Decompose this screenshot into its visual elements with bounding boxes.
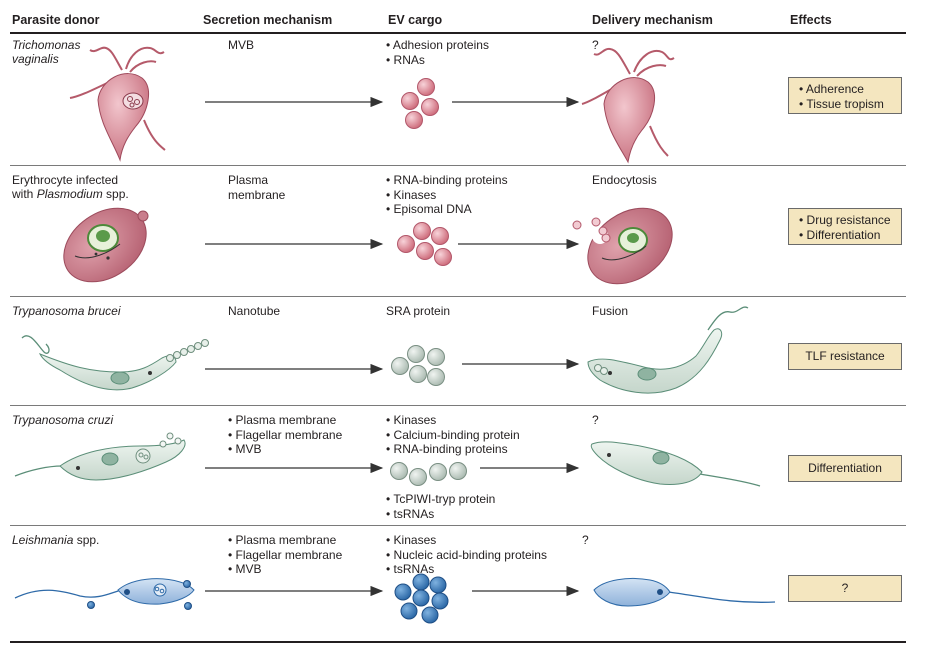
row-divider <box>10 405 906 406</box>
row2-secretion: Plasma membrane <box>228 173 286 202</box>
row5-delivery: ? <box>582 533 589 547</box>
row1-cargo-list: Adhesion proteins RNAs <box>386 38 489 67</box>
header-rule <box>10 32 906 34</box>
leishmania-icon <box>14 578 195 610</box>
infected-erythrocyte-icon <box>63 207 149 283</box>
trypanosoma-cruzi-icon <box>14 432 186 481</box>
row4-cargo-list-bottom: TcPIWI-tryp protein tsRNAs <box>386 492 495 521</box>
ev-cluster-row1 <box>401 78 439 129</box>
header-ev-cargo: EV cargo <box>388 13 443 27</box>
trypanosoma-brucei-icon <box>21 335 209 391</box>
cargo-item: RNAs <box>386 53 489 68</box>
cargo-item: tsRNAs <box>386 507 495 522</box>
cargo-item: Episomal DNA <box>386 202 508 217</box>
row3-effects-box: TLF resistance <box>788 343 902 370</box>
row4-effects-box: Differentiation <box>788 455 902 482</box>
row4-donor: Trypanosoma cruzi <box>12 413 114 427</box>
secretion-item: MVB <box>228 562 342 577</box>
effect-item: Drug resistance <box>799 213 901 228</box>
row4-cargo-list-top: Kinases Calcium-binding protein RNA-bind… <box>386 413 520 457</box>
header-effects: Effects <box>790 13 832 27</box>
row1-donor: Trichomonas vaginalis <box>12 38 81 66</box>
cargo-item: Kinases <box>386 533 547 548</box>
secretion-item: Flagellar membrane <box>228 548 343 563</box>
secretion-item: Plasma membrane <box>228 533 342 548</box>
ev-cluster-row5 <box>394 573 449 624</box>
row-divider <box>10 525 906 526</box>
row1-delivery: ? <box>592 38 599 52</box>
cargo-item: Kinases <box>386 188 508 203</box>
cargo-item: Calcium-binding protein <box>386 428 520 443</box>
infected-erythrocyte-icon <box>572 207 673 285</box>
ev-cluster-row3 <box>391 345 445 386</box>
row5-cargo-list: Kinases Nucleic acid-binding proteins ts… <box>386 533 547 577</box>
row3-cargo: SRA protein <box>386 304 451 318</box>
ev-cluster-row2 <box>397 222 452 266</box>
row5-effects-box: ? <box>788 575 902 602</box>
row-divider <box>10 296 906 297</box>
cargo-item: Nucleic acid-binding proteins <box>386 548 547 563</box>
cargo-item: RNA-binding proteins <box>386 442 520 457</box>
row3-secretion: Nanotube <box>228 304 281 318</box>
row2-delivery: Endocytosis <box>592 173 657 187</box>
row1-effects-box: Adherence Tissue tropism <box>788 77 902 114</box>
footer-rule <box>10 641 906 643</box>
secretion-item: Plasma membrane <box>228 413 342 428</box>
row5-donor: Leishmania spp. <box>12 533 100 547</box>
row2-donor: Erythrocyte infected with Plasmodium spp… <box>12 173 129 201</box>
header-delivery-mechanism: Delivery mechanism <box>592 13 713 27</box>
arrows <box>205 96 580 597</box>
header-parasite-donor: Parasite donor <box>12 13 100 27</box>
row-divider <box>10 165 906 166</box>
trichomonas-parasite-icon <box>581 47 675 164</box>
row5-secretion-list: Plasma membrane Flagellar membrane MVB <box>228 533 343 577</box>
effect-item: Tissue tropism <box>799 97 901 112</box>
cargo-item: Kinases <box>386 413 520 428</box>
effect-item: Differentiation <box>799 228 901 243</box>
row2-cargo-list: RNA-binding proteins Kinases Episomal DN… <box>386 173 508 217</box>
trypanosoma-cruzi-icon <box>590 441 761 487</box>
trichomonas-parasite-icon <box>69 46 166 162</box>
secretion-item: MVB <box>228 442 342 457</box>
row4-secretion-list: Plasma membrane Flagellar membrane MVB <box>228 413 343 457</box>
row1-secretion: MVB <box>228 38 255 52</box>
cargo-item: TcPIWI-tryp protein <box>386 492 495 507</box>
cargo-item: RNA-binding proteins <box>386 173 508 188</box>
row3-delivery: Fusion <box>592 304 629 318</box>
header-secretion-mechanism: Secretion mechanism <box>203 13 333 27</box>
row4-delivery: ? <box>592 413 599 427</box>
secretion-item: Flagellar membrane <box>228 428 343 443</box>
cargo-item: tsRNAs <box>386 562 547 577</box>
row2-effects-box: Drug resistance Differentiation <box>788 208 902 245</box>
row3-donor: Trypanosoma brucei <box>12 304 121 318</box>
ev-cluster-row4 <box>390 462 467 486</box>
effect-item: Adherence <box>799 82 901 97</box>
cargo-item: Adhesion proteins <box>386 38 489 53</box>
leishmania-icon <box>593 577 776 607</box>
trypanosoma-brucei-icon <box>587 306 749 394</box>
